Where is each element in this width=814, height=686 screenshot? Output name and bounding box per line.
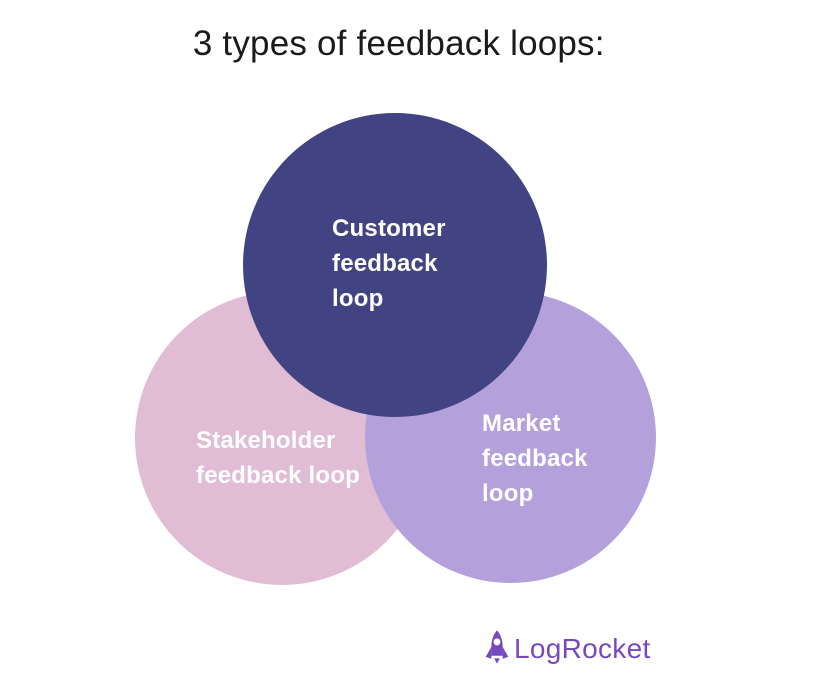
customer-feedback-loop-circle: Customer feedback loop (243, 113, 547, 417)
stakeholder-feedback-loop-label: Stakeholder feedback loop (196, 427, 360, 489)
market-feedback-loop-label: Market feedback loop (482, 410, 588, 507)
rocket-icon (485, 630, 509, 664)
logrocket-logo: LogRocket (485, 629, 651, 669)
logrocket-logo-text: LogRocket (514, 633, 651, 664)
customer-feedback-loop-label: Customer feedback loop (332, 215, 446, 312)
page-title: 3 types of feedback loops: (192, 24, 605, 63)
